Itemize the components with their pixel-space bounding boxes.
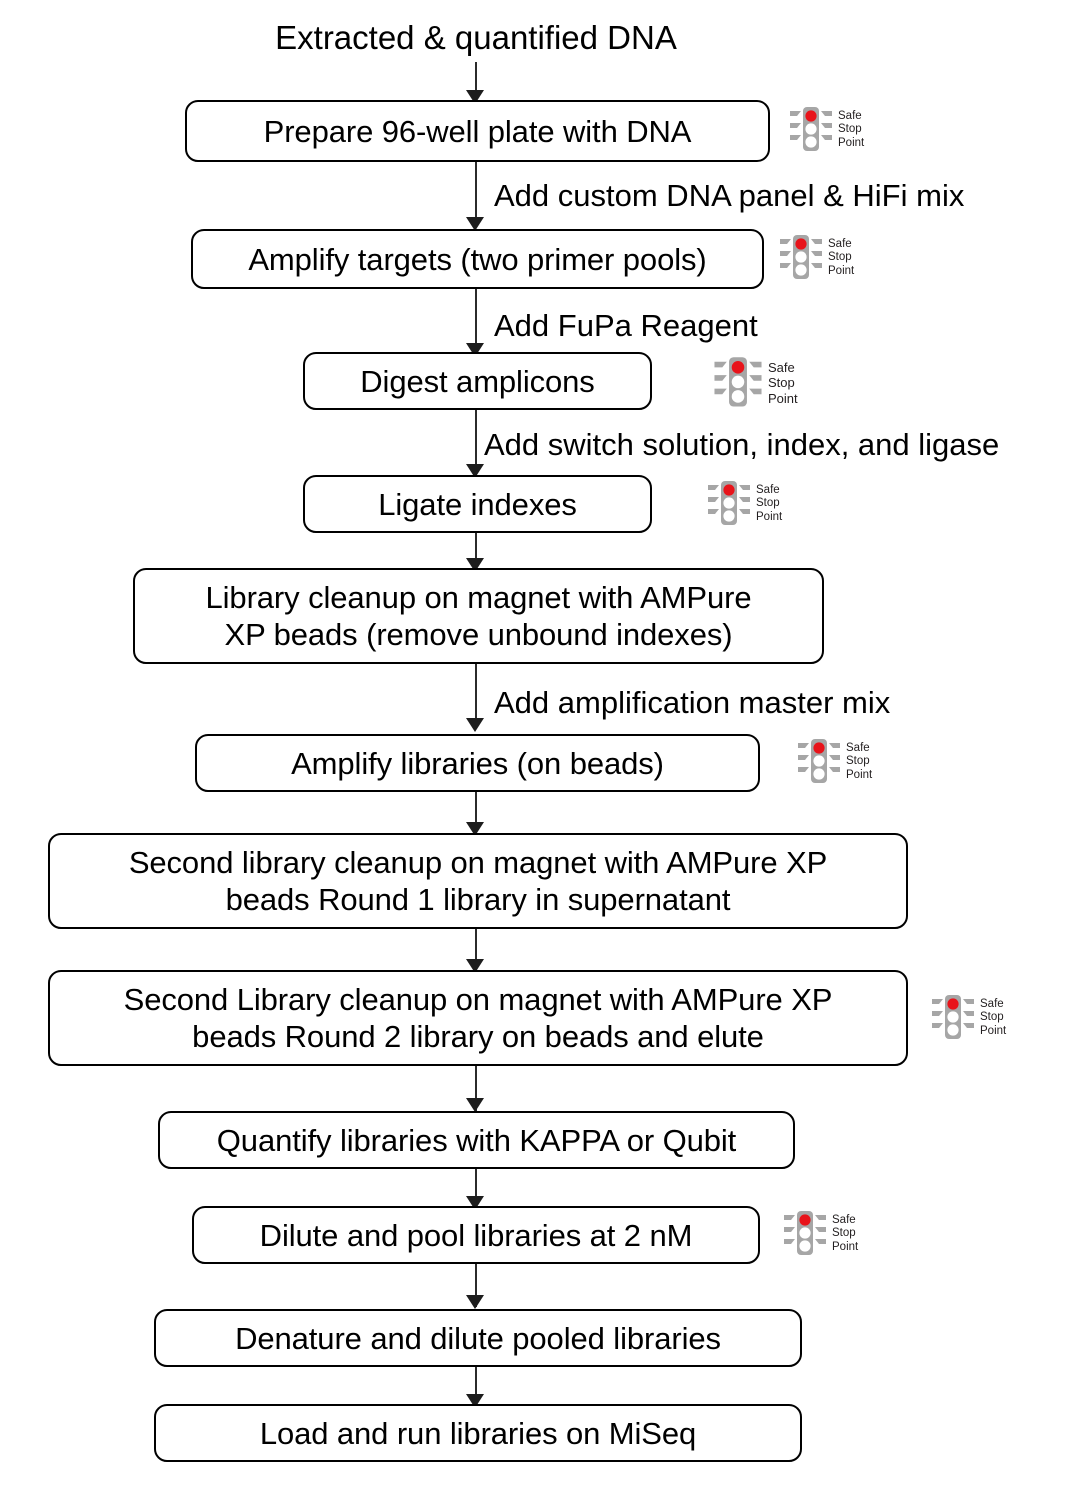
node-label: Prepare 96-well plate with DNA	[263, 113, 692, 149]
caption-line-3: Point	[980, 1024, 1007, 1037]
node-second-library-cleanup-round-1[interactable]: Second library cleanup on magnet with AM…	[48, 833, 908, 929]
caption-line-1: Safe	[828, 237, 852, 250]
node-label: Digest amplicons	[360, 363, 595, 399]
connector-n9-n10	[475, 1169, 477, 1207]
node-amplify-libraries-on-beads[interactable]: Amplify libraries (on beads)	[195, 734, 760, 792]
arrowhead-n8-n9	[466, 1098, 484, 1112]
caption-line-3: Point	[828, 264, 855, 277]
traffic-light-icon	[714, 357, 762, 407]
caption-line-2: Stop	[828, 251, 852, 264]
node-label-line-1: Second library cleanup on magnet with AM…	[128, 845, 828, 880]
node-dilute-and-pool-libraries[interactable]: Dilute and pool libraries at 2 nM	[192, 1206, 760, 1264]
safe-stop-point-marker-1: Safe Stop Point	[788, 105, 864, 155]
node-denature-and-dilute[interactable]: Denature and dilute pooled libraries	[154, 1309, 802, 1367]
node-label: Denature and dilute pooled libraries	[235, 1320, 721, 1356]
traffic-light-icon	[780, 235, 822, 279]
connector-n10-n11	[475, 1264, 477, 1307]
traffic-light-icon	[790, 107, 832, 151]
connector-n3-n4	[475, 410, 477, 470]
arrowhead-n3-n4	[466, 464, 484, 478]
connector-n4-n5	[475, 533, 477, 566]
connector-n6-n7	[475, 792, 477, 832]
caption-line-1: Safe	[980, 997, 1004, 1010]
caption-line-1: Safe	[832, 1213, 856, 1226]
node-digest-amplicons[interactable]: Digest amplicons	[303, 352, 652, 410]
caption-line-2: Stop	[838, 123, 862, 136]
traffic-light-icon	[708, 481, 750, 525]
node-quantify-libraries[interactable]: Quantify libraries with KAPPA or Qubit	[158, 1111, 795, 1169]
safe-stop-point-marker-4: Safe Stop Point	[706, 479, 782, 529]
edge-label-add-fupa-reagent: Add FuPa Reagent	[494, 308, 758, 343]
node-label-line-1: Library cleanup on magnet with AMPure	[205, 580, 752, 615]
caption-line-2: Stop	[756, 497, 780, 510]
connector-n11-n12	[475, 1367, 477, 1405]
traffic-light-icon	[784, 1211, 826, 1255]
node-label: Amplify targets (two primer pools)	[248, 241, 707, 277]
safe-stop-point-marker-8: Safe Stop Point	[930, 993, 1006, 1043]
start-label: Extracted & quantified DNA	[275, 19, 677, 56]
arrowhead-n7-n8	[466, 959, 484, 973]
caption-line-2: Stop	[980, 1011, 1004, 1024]
caption-line-3: Point	[846, 768, 873, 781]
caption-line-2: Stop	[846, 755, 870, 768]
node-amplify-targets[interactable]: Amplify targets (two primer pools)	[191, 229, 764, 289]
safe-stop-point-marker-2: Safe Stop Point	[778, 233, 854, 283]
node-label: Amplify libraries (on beads)	[291, 745, 664, 781]
caption-line-1: Safe	[838, 109, 862, 122]
caption-line-1: Safe	[768, 359, 795, 375]
caption-line-3: Point	[768, 390, 798, 406]
caption-line-2: Stop	[768, 375, 795, 391]
arrowhead-n6-n7	[466, 822, 484, 836]
connector-n5-n6	[475, 664, 477, 726]
traffic-light-icon	[798, 739, 840, 783]
connector-n7-n8	[475, 929, 477, 969]
node-second-library-cleanup-round-2[interactable]: Second Library cleanup on magnet with AM…	[48, 970, 908, 1066]
safe-stop-point-marker-10: Safe Stop Point	[782, 1209, 858, 1259]
node-label-line-2: XP beads (remove unbound indexes)	[224, 617, 733, 652]
traffic-light-icon	[932, 995, 974, 1039]
safe-stop-point-caption: Safe Stop Point	[980, 998, 1006, 1039]
node-label-line-1: Second Library cleanup on magnet with AM…	[123, 982, 833, 1017]
edge-label-add-switch-solution: Add switch solution, index, and ligase	[484, 427, 1000, 462]
caption-line-3: Point	[832, 1240, 859, 1253]
node-label: Ligate indexes	[378, 486, 577, 522]
node-ligate-indexes[interactable]: Ligate indexes	[303, 475, 652, 533]
safe-stop-point-caption: Safe Stop Point	[828, 238, 854, 279]
safe-stop-point-caption: Safe Stop Point	[756, 484, 782, 525]
node-load-and-run-miseq[interactable]: Load and run libraries on MiSeq	[154, 1404, 802, 1462]
node-label: Dilute and pool libraries at 2 nM	[259, 1217, 693, 1253]
node-label-line-2: beads Round 1 library in supernatant	[225, 882, 731, 917]
node-label-line-2: beads Round 2 library on beads and elute	[192, 1019, 764, 1054]
node-prepare-96-well-plate[interactable]: Prepare 96-well plate with DNA	[185, 100, 770, 162]
node-library-cleanup-ampure[interactable]: Library cleanup on magnet with AMPure XP…	[133, 568, 824, 664]
caption-line-1: Safe	[756, 483, 780, 496]
connector-n2-n3	[475, 289, 477, 351]
caption-line-3: Point	[838, 136, 865, 149]
arrowhead-n1-n2	[466, 217, 484, 231]
safe-stop-point-caption: Safe Stop Point	[768, 360, 798, 407]
connector-n1-n2	[475, 162, 477, 225]
safe-stop-point-caption: Safe Stop Point	[832, 1214, 858, 1255]
caption-line-3: Point	[756, 510, 783, 523]
connector-n8-n9	[475, 1066, 477, 1116]
caption-line-1: Safe	[846, 741, 870, 754]
arrowhead-n5-n6	[466, 718, 484, 732]
caption-line-2: Stop	[832, 1227, 856, 1240]
edge-label-add-custom-dna-panel: Add custom DNA panel & HiFi mix	[494, 178, 965, 213]
arrowhead-n10-n11	[466, 1295, 484, 1309]
safe-stop-point-marker-3: Safe Stop Point	[712, 355, 798, 411]
safe-stop-point-marker-6: Safe Stop Point	[796, 737, 872, 787]
safe-stop-point-caption: Safe Stop Point	[846, 742, 872, 783]
edge-label-add-amplification-master-mix: Add amplification master mix	[494, 685, 891, 720]
node-label: Quantify libraries with KAPPA or Qubit	[216, 1122, 737, 1158]
safe-stop-point-caption: Safe Stop Point	[838, 110, 864, 151]
node-label: Load and run libraries on MiSeq	[259, 1415, 697, 1451]
connector-start-n1	[475, 62, 477, 98]
